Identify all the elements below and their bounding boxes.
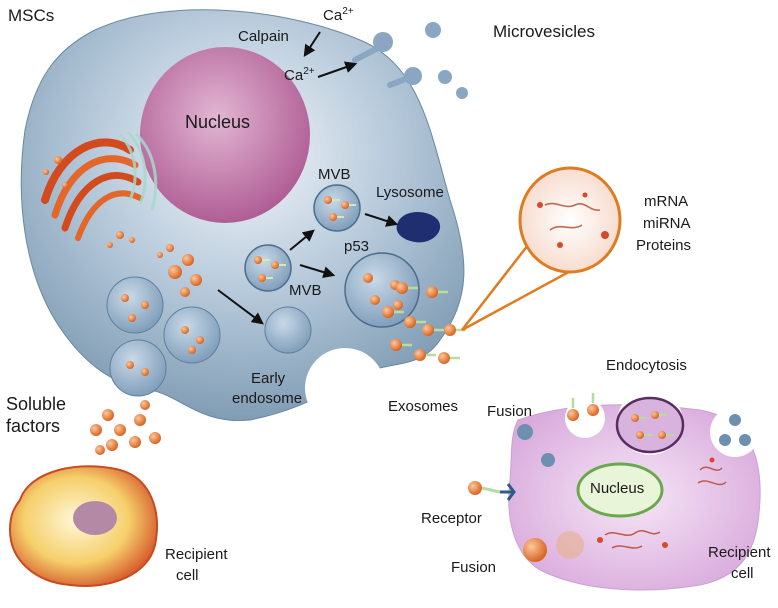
label-microvesicles: Microvesicles bbox=[493, 22, 596, 41]
mvb-top bbox=[313, 184, 361, 232]
label-fusion-top: Fusion bbox=[487, 403, 533, 420]
label-mrna: mRNA bbox=[644, 193, 689, 210]
label-fusion-bottom: Fusion bbox=[451, 559, 497, 576]
label-early: Early bbox=[251, 370, 286, 387]
lysosome-icon bbox=[396, 212, 441, 243]
early-endosome bbox=[264, 306, 312, 354]
label-receptor: Receptor bbox=[421, 510, 482, 527]
label-proteins: Proteins bbox=[636, 237, 692, 254]
mvb-p53 bbox=[344, 252, 420, 328]
label-mirna: miRNA bbox=[643, 215, 691, 232]
recipient-cell-left bbox=[8, 465, 158, 587]
mvb-left bbox=[244, 244, 292, 292]
label-recipient-right-2: cell bbox=[731, 565, 754, 582]
label-calcium-mid: Ca2+ bbox=[284, 66, 315, 84]
recipient-cell-right bbox=[508, 389, 761, 591]
label-calpain: Calpain bbox=[238, 28, 289, 45]
label-mscs: MSCs bbox=[8, 6, 55, 25]
endoplasmic-reticulum-icon bbox=[118, 130, 158, 211]
label-p53: p53 bbox=[344, 238, 370, 255]
arrows bbox=[217, 31, 399, 325]
fusion-exosomes bbox=[567, 393, 599, 421]
zoom-callout bbox=[461, 166, 622, 332]
label-recipient-left-1: Recipient bbox=[165, 546, 228, 563]
label-nucleus-recipient: Nucleus bbox=[590, 480, 645, 497]
microvesicles-icon bbox=[352, 22, 468, 99]
soluble-factors-particles bbox=[90, 400, 161, 455]
label-lysosome: Lysosome bbox=[376, 184, 444, 201]
endosome-circles bbox=[106, 276, 221, 397]
cytoplasm-vesicles bbox=[43, 156, 202, 297]
label-mvb-top: MVB bbox=[318, 166, 351, 183]
label-calcium-top: Ca2+ bbox=[323, 6, 354, 24]
membrane-notch bbox=[305, 348, 385, 428]
label-recipient-left-2: cell bbox=[176, 567, 199, 584]
label-endosome: endosome bbox=[232, 390, 303, 407]
label-nucleus-main: Nucleus bbox=[185, 112, 251, 132]
nucleus bbox=[140, 47, 310, 223]
label-factors: factors bbox=[6, 416, 61, 436]
label-recipient-right-1: Recipient bbox=[708, 544, 771, 561]
label-endocytosis: Endocytosis bbox=[606, 357, 687, 374]
label-mvb-bottom: MVB bbox=[289, 282, 322, 299]
receptor-icon bbox=[468, 481, 516, 501]
label-exosomes: Exosomes bbox=[388, 398, 459, 415]
label-soluble: Soluble bbox=[6, 394, 67, 414]
